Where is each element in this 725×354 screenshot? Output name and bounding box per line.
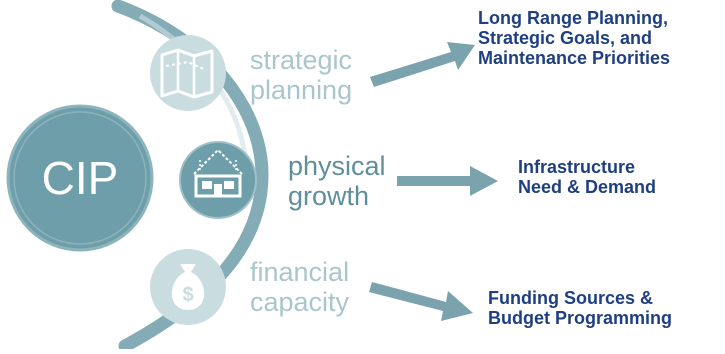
outcome-line: Budget Programming: [488, 308, 673, 329]
stage-label-line: strategic: [250, 45, 353, 75]
cip-core-ring: [13, 111, 147, 245]
house-icon: [179, 141, 257, 219]
outcome-infrastructure: Infrastructure Need & Demand: [518, 157, 656, 197]
stage-label-line: planning: [250, 75, 353, 106]
outcome-line: Long Range Planning,: [478, 8, 668, 28]
map-icon: [150, 35, 226, 111]
stage-label-financial-capacity: financial capacity: [250, 257, 349, 317]
arrow-3: [369, 282, 473, 321]
outcome-line: Maintenance Priorities: [478, 48, 671, 69]
outcome-planning: Long Range Planning, Strategic Goals, an…: [478, 8, 670, 68]
stage-label-physical-growth: physical growth: [288, 151, 386, 211]
stage-label-strategic-planning: strategic planning: [250, 45, 352, 105]
outcome-funding: Funding Sources & Budget Programming: [488, 288, 672, 328]
stage-label-line: growth: [288, 181, 370, 212]
cip-label: CIP: [41, 152, 119, 204]
outcome-line: Infrastructure: [518, 157, 636, 177]
stage-label-line: capacity: [250, 287, 350, 318]
cip-core-circle: [6, 104, 154, 252]
money-bag-icon: $: [150, 249, 226, 325]
outcome-line: Funding Sources &: [488, 288, 654, 308]
arrow-2: [397, 166, 498, 196]
arrow-1: [370, 42, 475, 87]
outcome-line: Need & Demand: [518, 177, 657, 198]
stage-label-line: financial: [250, 257, 350, 287]
svg-text:$: $: [182, 284, 193, 306]
outcome-line: Strategic Goals, and: [478, 28, 653, 49]
stage-label-line: physical: [288, 151, 386, 181]
